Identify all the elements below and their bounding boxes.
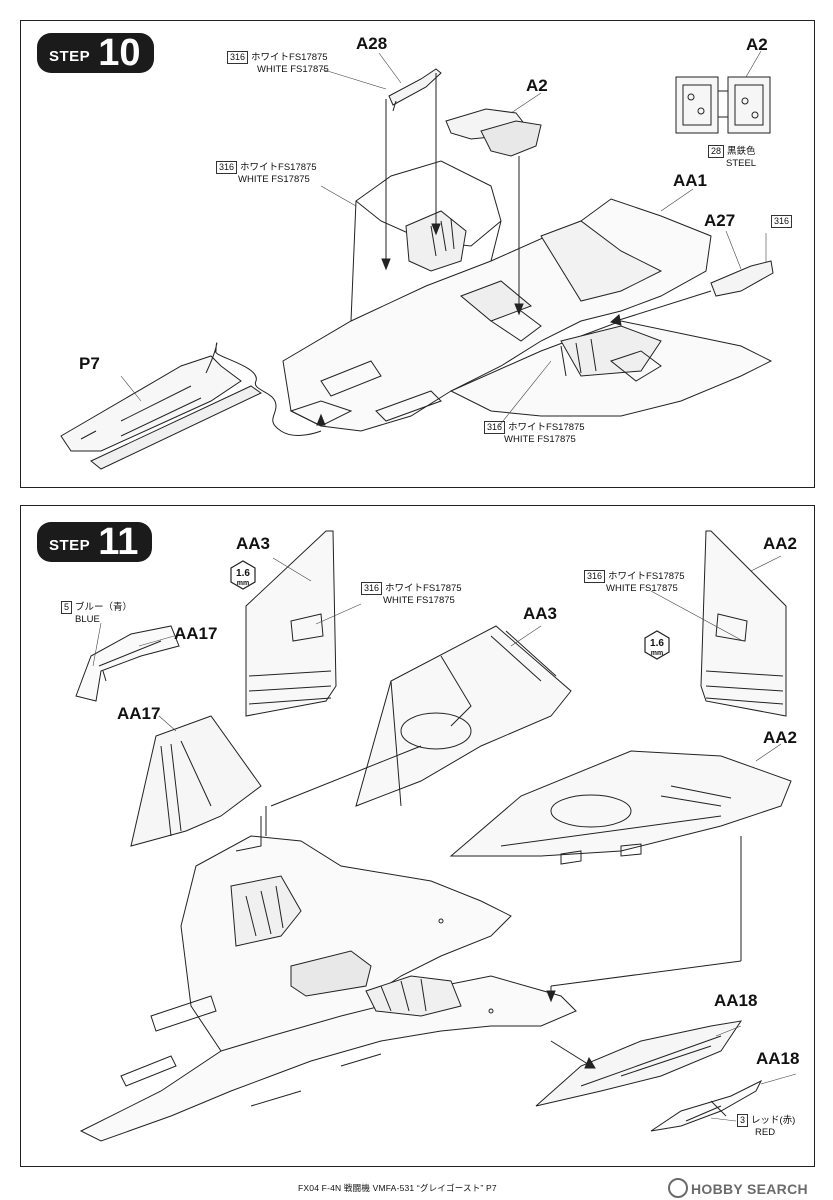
paint-name-en: WHITE FS17875 (238, 174, 310, 185)
part-label-a2-inset: A2 (746, 35, 768, 54)
part-label-aa17-flap: AA17 (117, 704, 161, 723)
drill-unit-left: mm (236, 580, 250, 587)
step-10-assembly-drawing (60, 50, 774, 470)
paint-name-en: BLUE (75, 614, 100, 625)
paint-name-en: WHITE FS17875 (383, 595, 455, 606)
paint-code-badge: 316 (584, 570, 606, 583)
part-label-aa17-small: AA17 (174, 624, 218, 643)
watermark-text: HOBBY SEARCH (691, 1181, 808, 1197)
drill-size-right: 1.6 (645, 638, 669, 649)
paint-name-en: STEEL (726, 158, 757, 169)
paint-code-badge: 28 (708, 145, 725, 158)
part-label-aa18-small: AA18 (756, 1049, 800, 1068)
paint-name-ja: ホワイトFS17875 (251, 52, 328, 63)
paint-name-ja: レッド(赤) (751, 1115, 796, 1126)
watermark: HOBBY SEARCH (668, 1178, 808, 1198)
part-label-aa1: AA1 (673, 171, 708, 190)
part-label-aa2-small: AA2 (763, 534, 798, 553)
drill-bit-icon (230, 560, 256, 590)
paint-name-ja: ホワイトFS17875 (240, 162, 317, 173)
paint-code-badge: 316 (216, 161, 238, 174)
part-label-a27: A27 (704, 211, 736, 230)
step-number: 11 (98, 521, 139, 563)
drill-size-value: 1.6 (650, 638, 664, 649)
paint-name-en: RED (755, 1127, 776, 1138)
part-label-a2: A2 (526, 76, 548, 95)
part-label-a28: A28 (356, 34, 388, 53)
part-label-aa3-wing: AA3 (523, 604, 558, 623)
paint-name-en: WHITE FS17875 (504, 434, 576, 445)
part-label-aa2-wing: AA2 (763, 728, 798, 747)
paint-code-badge: 316 (361, 582, 383, 595)
part-label-p7: P7 (79, 354, 100, 373)
paint-name-ja: ホワイトFS17875 (608, 571, 685, 582)
hobby-search-logo-icon (668, 1178, 688, 1198)
step-11-assembly-drawing (75, 530, 797, 1142)
part-label-aa3-small: AA3 (236, 534, 271, 553)
drill-bit-icon (644, 630, 670, 660)
step-number: 10 (98, 32, 141, 74)
paint-code-badge: 5 (61, 601, 73, 614)
paint-code-badge: 316 (484, 421, 506, 434)
step-10-badge: STEP 10 (37, 32, 155, 74)
step-11-badge: STEP 11 (37, 521, 153, 563)
paint-name-ja: ホワイトFS17875 (385, 583, 462, 594)
paint-name-ja: 黒鉄色 (727, 146, 756, 157)
paint-code-badge: 316 (771, 215, 793, 228)
drill-unit-right: mm (650, 650, 664, 657)
paint-name-ja: ホワイトFS17875 (508, 422, 585, 433)
step-word: STEP (49, 47, 91, 65)
footer-caption: FX04 F-4N 戦闘機 VMFA-531 “グレイゴースト” P7 (298, 1183, 497, 1193)
paint-name-en: WHITE FS17875 (606, 583, 678, 594)
step-word: STEP (49, 536, 91, 554)
paint-note-a27: 316 (771, 215, 795, 228)
part-label-aa18-large: AA18 (714, 991, 758, 1010)
paint-code-badge: 3 (737, 1114, 749, 1127)
step-10-panel: STEP 10 (20, 20, 815, 488)
page-footer: FX04 F-4N 戦闘機 VMFA-531 “グレイゴースト” P7 HOBB… (0, 1176, 833, 1200)
drill-size-value: 1.6 (236, 568, 250, 579)
paint-name-ja: ブルー（青） (75, 602, 133, 613)
paint-code-badge: 316 (227, 51, 249, 64)
step-11-panel: STEP 11 (20, 505, 815, 1167)
drill-size-left: 1.6 (231, 568, 255, 579)
paint-name-en: WHITE FS17875 (257, 64, 329, 75)
